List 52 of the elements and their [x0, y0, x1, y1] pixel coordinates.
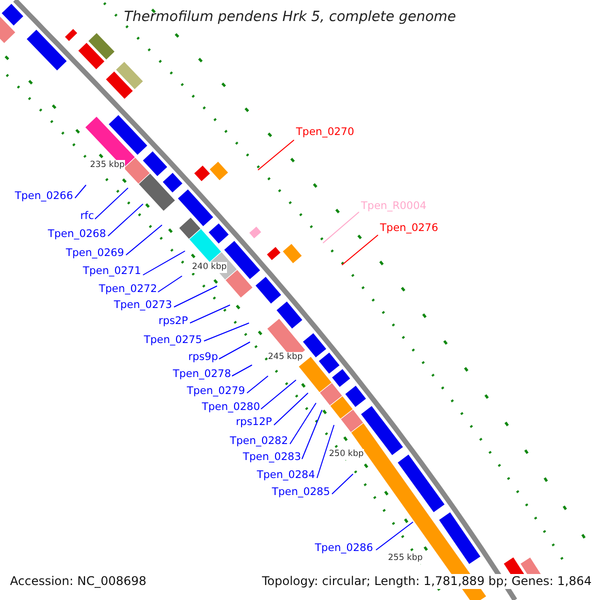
gene-label: rps2P	[158, 315, 188, 328]
map-title: Thermofilum pendens Hrk 5, complete genome	[122, 9, 458, 25]
gene-label: Tpen_0271	[82, 265, 141, 278]
leader-line	[94, 188, 128, 220]
leader-line	[322, 212, 360, 244]
leader-line	[376, 522, 414, 550]
leader-line	[218, 342, 250, 360]
scale-label: 235 kbp	[90, 160, 125, 171]
gene-label: Tpen_0276	[380, 222, 438, 235]
leader-line	[274, 392, 308, 426]
leader-line	[232, 364, 252, 376]
leader-line	[190, 304, 230, 324]
leader-line	[126, 224, 162, 256]
leader-line	[302, 410, 322, 460]
gene-label: Tpen_0284	[256, 469, 315, 482]
leader-line	[332, 474, 354, 494]
leader-line	[142, 250, 186, 276]
gene-label: Tpen_0286	[314, 542, 373, 555]
leader-line	[108, 204, 144, 236]
leader-line	[174, 286, 218, 308]
gene-label: Tpen_0279	[186, 385, 245, 398]
leader-line	[316, 424, 334, 478]
gene-label: Tpen_0272	[98, 283, 157, 296]
gene-label: rfc	[80, 210, 94, 223]
gene-label: rps12P	[236, 416, 272, 429]
gene-label: Tpen_0278	[172, 368, 231, 381]
scale-label: 255 kbp	[388, 553, 423, 564]
gene-label: Tpen_0280	[202, 401, 260, 414]
scale-label: 245 kbp	[268, 352, 303, 363]
leader-line	[342, 234, 378, 266]
gene-label: Tpen_R0004	[361, 200, 426, 213]
gene-label: Tpen_0268	[48, 228, 106, 241]
leader-line	[246, 376, 268, 394]
gene-label: rps9p	[188, 351, 218, 364]
leader-line	[158, 276, 182, 292]
scale-label: 240 kbp	[192, 262, 227, 273]
genome-summary-text: Topology: circular; Length: 1,781,889 bp; Genes: 1,864	[262, 574, 592, 589]
leader-line	[290, 402, 316, 444]
accession-text: Accession: NC_008698	[10, 574, 146, 589]
gene-label: Tpen_0282	[230, 435, 288, 448]
scale-label: 250 kbp	[329, 449, 364, 460]
gene-label: Tpen_0285	[272, 486, 330, 499]
gene-label: Tpen_0270	[296, 126, 354, 139]
leader-line	[74, 184, 86, 198]
leader-line	[258, 140, 294, 170]
gene-label: Tpen_0273	[114, 299, 172, 312]
leader-line	[204, 322, 250, 342]
gene-label: Tpen_0283	[242, 451, 301, 464]
gene-label: Tpen_0266	[14, 190, 73, 203]
leader-line	[260, 380, 296, 410]
gene-label: Tpen_0275	[144, 334, 202, 347]
gene-label: Tpen_0269	[66, 247, 124, 260]
